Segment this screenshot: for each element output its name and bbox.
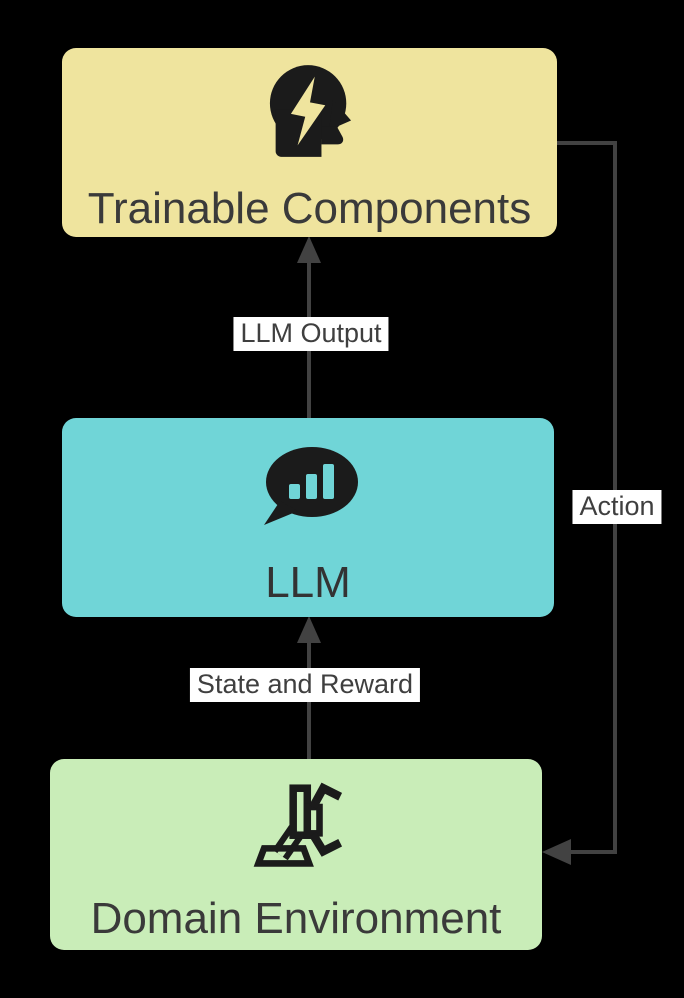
chat-stats-icon xyxy=(256,445,360,536)
robot-arm-icon xyxy=(250,776,343,875)
node-label-llm: LLM xyxy=(265,557,351,607)
action-arrowhead-icon xyxy=(542,839,571,865)
state-reward-arrowhead-icon xyxy=(297,616,321,643)
action-edge-segment-top xyxy=(557,141,617,145)
node-label-trainable-components: Trainable Components xyxy=(87,183,532,233)
edge-label-llm-output: LLM Output xyxy=(233,317,389,352)
edge-label-action: Action xyxy=(572,490,662,525)
node-domain-environment: Domain Environment xyxy=(50,759,542,950)
node-trainable-components: Trainable Components xyxy=(62,48,557,237)
head-lightning-icon xyxy=(268,63,352,164)
action-edge-segment-bottom xyxy=(570,850,615,854)
node-llm: LLM xyxy=(62,418,554,617)
llm-output-arrowhead-icon xyxy=(297,236,321,263)
node-label-domain-environment: Domain Environment xyxy=(90,893,502,943)
edge-label-state-and-reward: State and Reward xyxy=(189,668,421,703)
